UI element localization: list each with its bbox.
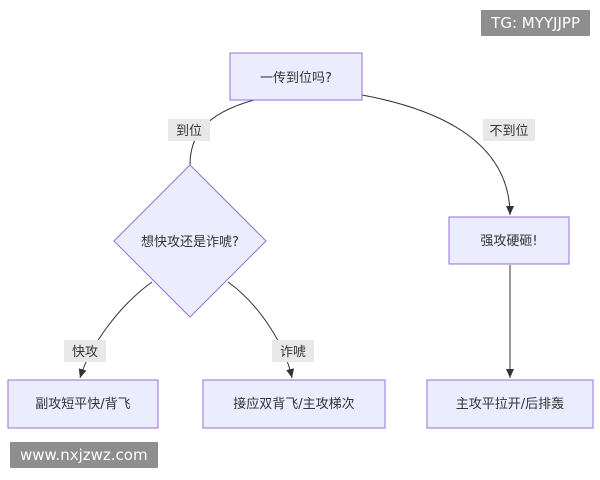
edge-label-bluff: 诈唬 [272, 340, 314, 362]
edge-label-bluff-text: 诈唬 [280, 345, 306, 360]
node-main-action-label: 主攻平拉开/后排轰 [456, 396, 564, 412]
node-hard: 强攻硬砸! [448, 216, 570, 265]
edge-start-to-hard [361, 94, 514, 216]
edge-decide-to-bluff [227, 281, 295, 379]
node-bluff-action-label: 接应双背飞/主攻梯次 [233, 396, 354, 412]
node-start: 一传到位吗? [229, 52, 363, 101]
node-decide-label: 想快攻还是诈唬? [141, 234, 239, 250]
node-decide: 想快攻还是诈唬? [113, 164, 267, 318]
watermark-tg: TG: MYYJJPP [481, 10, 590, 36]
edge-label-yes-text: 到位 [176, 124, 202, 139]
edge-label-no-text: 不到位 [489, 124, 528, 139]
node-bluff-action: 接应双背飞/主攻梯次 [202, 379, 386, 429]
edge-label-quick-text: 快攻 [72, 345, 98, 360]
watermark-url: www.nxjzwz.com [10, 442, 158, 468]
node-quick-action: 副攻短平快/背飞 [7, 379, 159, 429]
edge-decide-to-quick [78, 281, 153, 379]
node-hard-label: 强攻硬砸! [480, 234, 537, 249]
edge-label-no: 不到位 [483, 119, 535, 141]
node-quick-action-label: 副攻短平快/背飞 [35, 397, 130, 412]
node-main-action: 主攻平拉开/后排轰 [426, 379, 594, 429]
edge-label-yes: 到位 [168, 119, 210, 141]
node-start-label: 一传到位吗? [260, 71, 332, 86]
edge-label-quick: 快攻 [64, 340, 106, 362]
